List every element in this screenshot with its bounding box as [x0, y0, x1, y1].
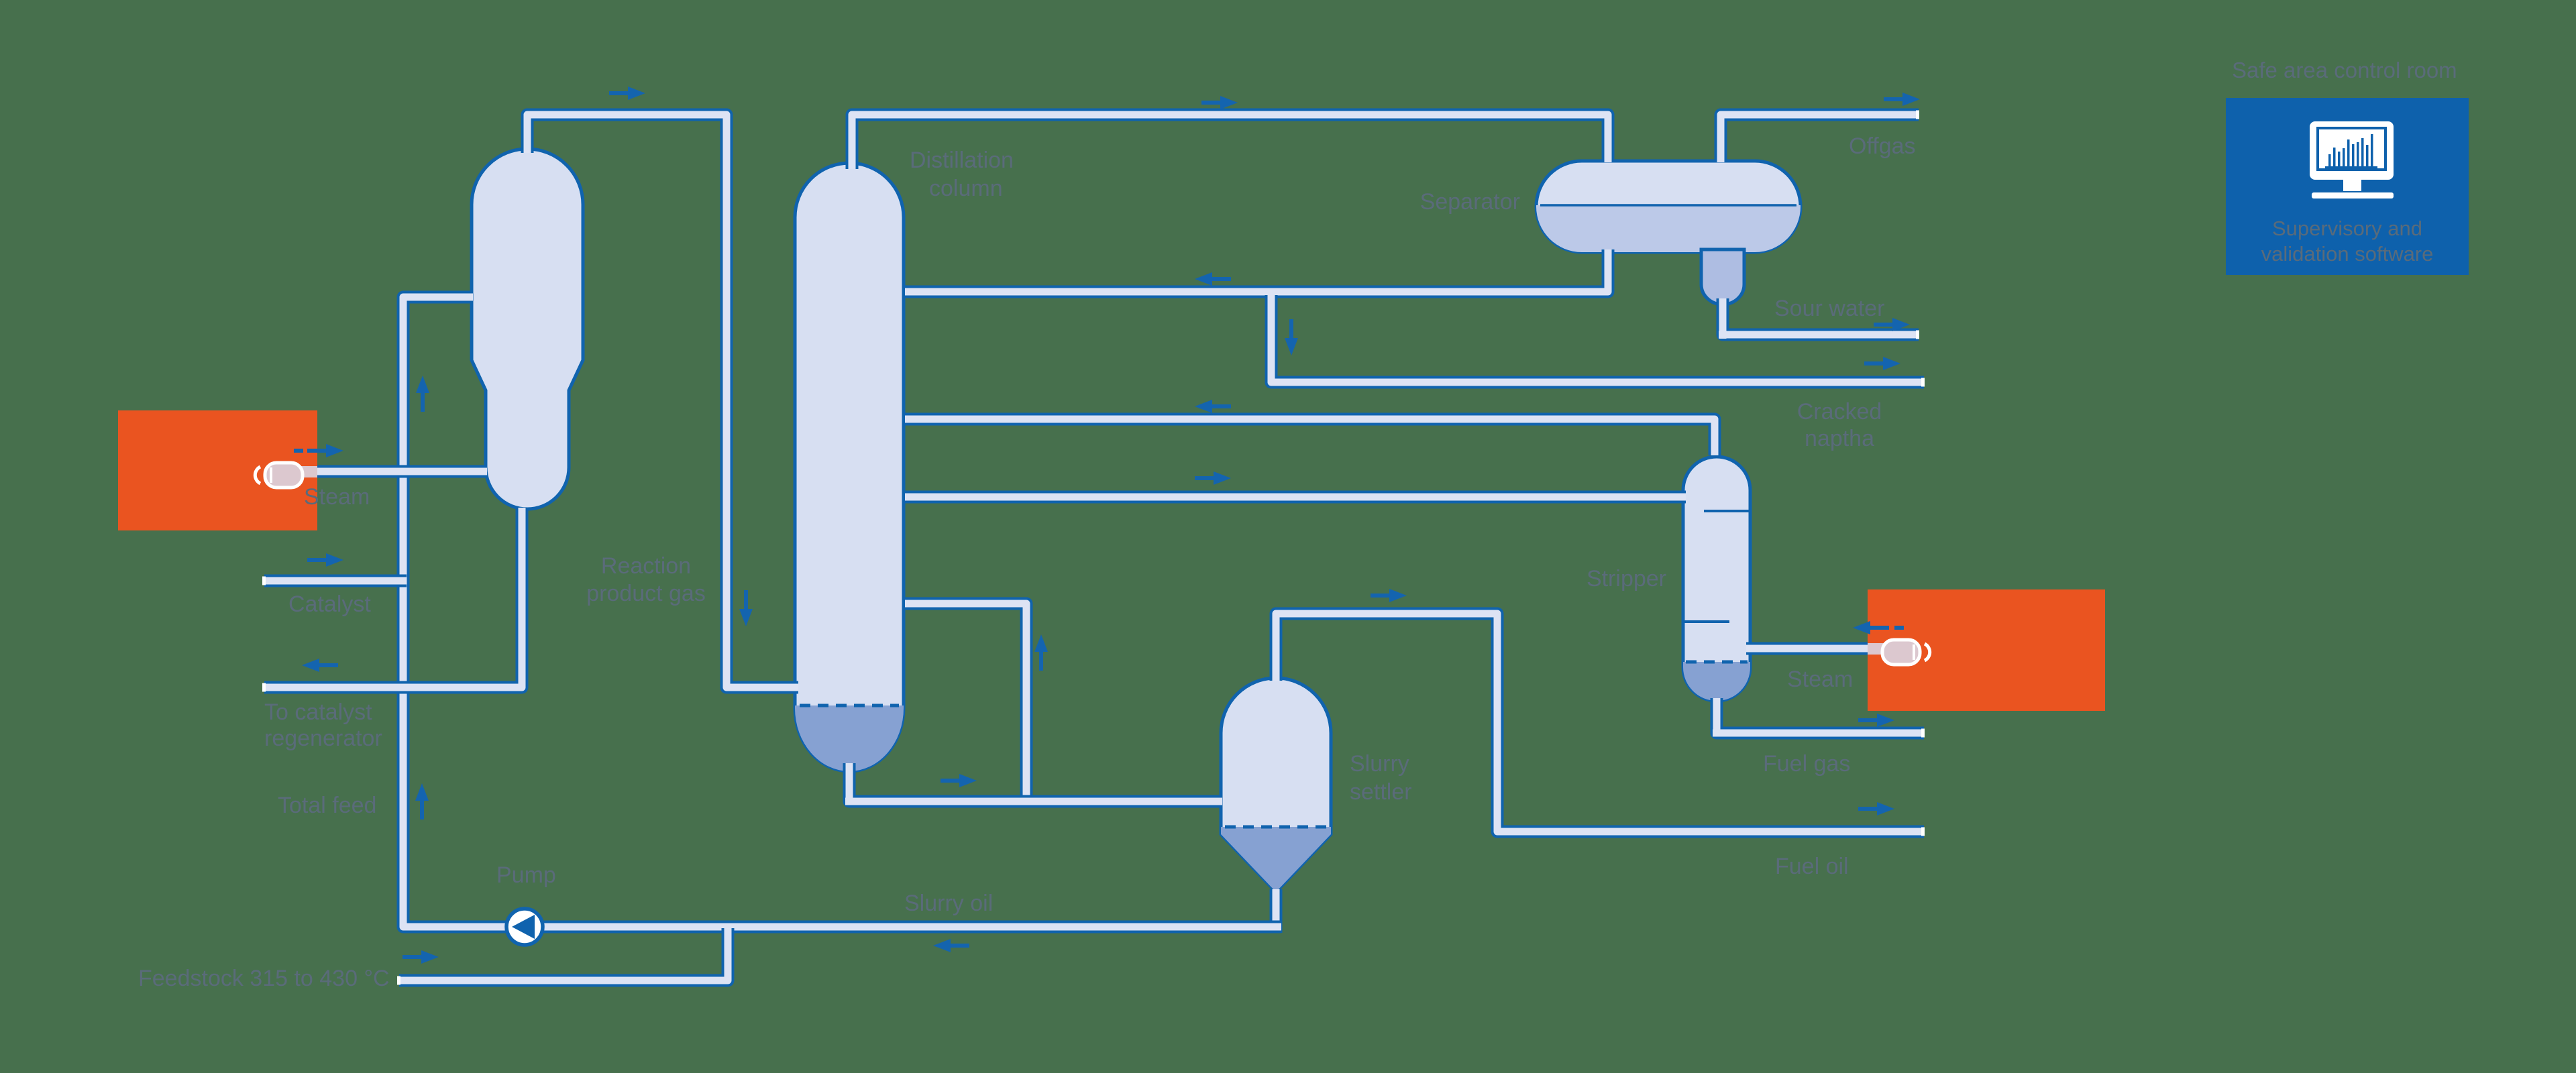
- control-room-box: Supervisory and validation software: [2226, 98, 2469, 275]
- pipe-separator-return: [905, 249, 1615, 298]
- label-distillation-column-line1: Distillation: [910, 148, 1014, 173]
- burner-nozzle-left-icon: [253, 461, 317, 490]
- label-feedstock: Feedstock 315 to 430 °C: [138, 966, 390, 991]
- label-sour-water: Sour water: [1774, 296, 1884, 321]
- pipe-fuel-oil: [1269, 607, 1924, 838]
- pipe-settler-feed: [843, 763, 1222, 808]
- reactor-vessel: [470, 147, 585, 511]
- pipe-column-overhead: [845, 108, 1615, 169]
- safe-area-title: Safe area control room: [2232, 58, 2457, 82]
- label-offgas: Offgas: [1849, 133, 1916, 159]
- label-steam-left: Steam: [304, 484, 370, 510]
- label-slurry-oil: Slurry oil: [904, 891, 993, 916]
- label-slurry-settler-line2: settler: [1350, 779, 1412, 805]
- pipe-feedstock: [399, 928, 735, 987]
- heater-right: [1868, 589, 2105, 711]
- arrow-right-icon: [1371, 589, 1407, 602]
- pipe-sour-water: [1716, 298, 1919, 341]
- arrow-up-icon: [1034, 634, 1048, 671]
- arrow-left-icon: [302, 659, 338, 672]
- arrow-right-icon: [1201, 96, 1238, 109]
- stripper-vessel: [1681, 455, 1752, 703]
- arrow-right-icon: [609, 87, 645, 100]
- arrow-left-icon: [933, 939, 969, 952]
- pipe-slurry-recycle-and-riser: [396, 290, 1281, 934]
- pipe-cracked-naptha: [1265, 288, 1924, 389]
- label-reaction-product-gas-line2: product gas: [586, 581, 706, 606]
- software-label-line2: validation software: [2261, 242, 2434, 266]
- label-fuel-oil: Fuel oil: [1775, 854, 1849, 879]
- pipe-stripper-vapor-return: [905, 412, 1721, 455]
- label-pump: Pump: [496, 862, 556, 888]
- label-separator: Separator: [1420, 189, 1520, 215]
- distillation-column-vessel: [793, 161, 906, 773]
- settler-slurry-liquid: [1221, 827, 1331, 892]
- label-cracked-naptha-line2: naptha: [1805, 426, 1874, 451]
- separator-boot: [1699, 247, 1746, 306]
- label-cracked-naptha-line1: Cracked: [1797, 399, 1882, 425]
- label-distillation-column-line2: column: [929, 176, 1003, 201]
- slurry-settler-vessel: [1219, 676, 1333, 895]
- arrow-right-icon: [1858, 802, 1894, 815]
- arrow-right-icon: [1884, 93, 1920, 106]
- arrow-right-icon: [402, 950, 439, 964]
- arrow-down-icon: [1285, 319, 1298, 355]
- burner-nozzle-right-icon: [1868, 638, 1932, 667]
- separator-liquid: [1536, 205, 1801, 252]
- label-regenerator-line2: regenerator: [264, 726, 382, 751]
- pump-icon: [504, 907, 545, 947]
- label-catalyst: Catalyst: [288, 591, 371, 617]
- stripper-liquid: [1683, 662, 1750, 701]
- label-total-feed: Total feed: [278, 793, 376, 818]
- arrow-up-icon: [416, 376, 429, 412]
- pipe-offgas: [1714, 108, 1919, 162]
- pipe-reaction-product-gas: [521, 108, 798, 694]
- arrow-right-icon: [1864, 357, 1900, 370]
- label-fuel-gas: Fuel gas: [1763, 751, 1850, 777]
- flow-arrows: [294, 87, 1920, 964]
- arrow-right-dashed-icon: [294, 444, 343, 457]
- label-stripper: Stripper: [1587, 566, 1666, 591]
- arrow-right-icon: [307, 553, 343, 567]
- arrow-right-icon: [941, 774, 977, 787]
- arrow-down-icon: [739, 590, 753, 626]
- label-reaction-product-gas-line1: Reaction: [601, 553, 691, 579]
- label-steam-right: Steam: [1787, 667, 1853, 692]
- pipe-end-caps: [262, 110, 1925, 985]
- pipe-to-catalyst-regenerator: [264, 508, 529, 694]
- pipe-fuel-gas: [1710, 698, 1924, 740]
- arrow-right-icon: [1858, 714, 1894, 727]
- arrow-left-icon: [1195, 272, 1231, 286]
- arrow-left-dashed-icon: [1853, 621, 1904, 634]
- label-regenerator-line1: To catalyst: [264, 699, 372, 725]
- arrow-up-icon: [415, 783, 429, 820]
- software-label-line1: Supervisory and: [2272, 217, 2422, 240]
- label-slurry-settler-line1: Slurry: [1350, 751, 1409, 777]
- arrow-left-icon: [1195, 400, 1231, 413]
- separator-vessel: [1534, 159, 1803, 306]
- arrow-right-icon: [1195, 471, 1231, 485]
- monitor-icon: [2310, 121, 2394, 199]
- pipe-column-recirculation: [905, 597, 1033, 803]
- furnace-left: [118, 410, 317, 530]
